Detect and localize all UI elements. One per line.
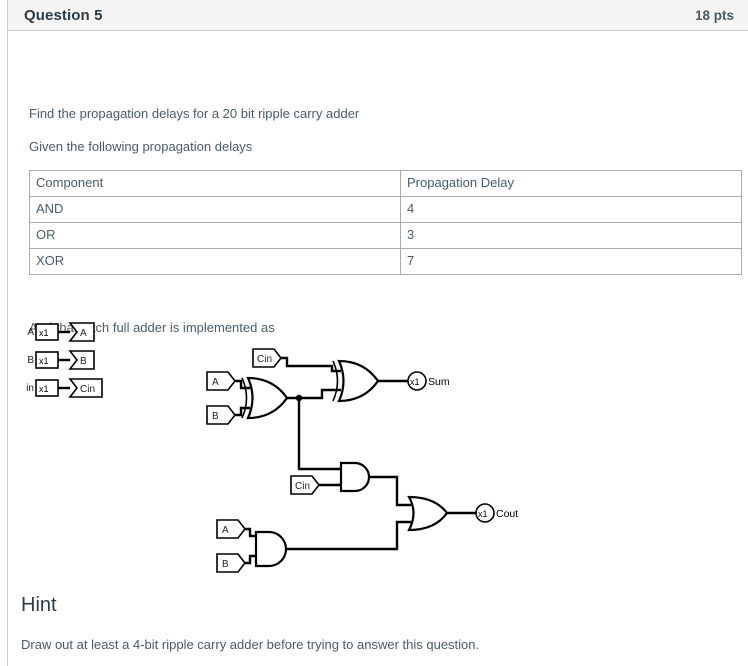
input-tag-cin-mid: [290, 475, 321, 495]
or-gate-cout: [407, 495, 449, 532]
xor-gate-2-back-arc: [332, 360, 339, 402]
wire-cin-to-xor2: [281, 356, 341, 373]
wire-a-to-and2: [245, 527, 258, 538]
page-title: Question 5: [24, 6, 103, 24]
and-gate-2: [254, 530, 288, 568]
question-points: 18 pts: [694, 7, 734, 23]
output-tag-b: [68, 350, 95, 370]
input-tag-label-b-bottom: B: [222, 559, 229, 570]
output-buffer-label-sum: x1: [410, 377, 420, 387]
wire-a-to-xor1: [235, 379, 250, 390]
prompt-line-1: Find the propagation delays for a 20 bit…: [29, 106, 360, 121]
wire-and1-to-or: [369, 475, 411, 507]
xor-gate-1-back-arc: [241, 377, 248, 419]
wire-b-to-and2: [245, 554, 258, 565]
wire-xor1-to-xor2: [310, 388, 341, 400]
input-label-a: A: [27, 327, 34, 338]
cell-delay: 3: [400, 222, 742, 249]
output-tag-label-b: B: [80, 356, 87, 367]
column-header-delay: Propagation Delay: [400, 170, 742, 197]
prompt-line-2: Given the following propagation delays: [29, 139, 253, 154]
input-tag-a-top: [206, 371, 237, 391]
full-adder-circuit-figure: A B Cin x1 Sum: [195, 340, 545, 580]
column-header-component: Component: [29, 170, 401, 197]
table-row: XOR 7: [29, 248, 742, 275]
cell-delay: 4: [400, 196, 742, 223]
propagation-delay-table: Component Propagation Delay AND 4 OR 3 X…: [29, 170, 742, 275]
wire-and2-to-or: [286, 520, 411, 551]
output-buffer-label-cout: x1: [478, 509, 488, 519]
question-body: Find the propagation delays for a 20 bit…: [7, 31, 748, 666]
input-tag-label-a-top: A: [212, 377, 219, 388]
input-tag-label-b-top: B: [212, 411, 219, 422]
and-gate-1: [339, 461, 371, 493]
hint-title: Hint: [21, 594, 57, 616]
input-tag-label-a-bottom: A: [222, 525, 229, 536]
output-label-sum: Sum: [428, 376, 450, 388]
wire-xor1-to-and1: [297, 398, 341, 471]
table-header-row: Component Propagation Delay: [29, 170, 742, 197]
output-buffer-cout: [475, 503, 495, 523]
cell-component: AND: [29, 196, 401, 223]
input-tag-b-top: [206, 405, 237, 425]
input-tag-a-bottom: [216, 519, 247, 539]
table-row: OR 3: [29, 222, 742, 249]
input-tag-label-cin-top: Cin: [257, 354, 272, 365]
cell-component: OR: [29, 222, 401, 249]
output-label-cout: Cout: [496, 508, 518, 520]
cell-component: XOR: [29, 248, 401, 275]
table-row: AND 4: [29, 196, 742, 223]
output-tag-cin: [68, 378, 103, 398]
hint-text: Draw out at least a 4-bit ripple carry a…: [21, 637, 480, 652]
wire-b-to-xor1: [235, 406, 250, 417]
output-buffer-sum: [407, 371, 427, 391]
cell-delay: 7: [400, 248, 742, 275]
xor-gate-1: [246, 376, 289, 420]
output-tag-a: [68, 322, 95, 342]
input-buffers-figure: A x1 A B x1 B Cin x1 Cin: [26, 318, 126, 398]
xor-gate-2: [337, 359, 380, 403]
output-tag-label-cin: Cin: [80, 384, 95, 395]
input-tag-cin-top: [252, 348, 283, 368]
question-header: Question 5 18 pts: [7, 0, 748, 31]
output-tag-label-a: A: [80, 328, 87, 339]
buffer-label-cin: x1: [39, 384, 49, 394]
input-tag-b-bottom: [216, 553, 247, 573]
input-label-cin: Cin: [26, 383, 34, 394]
input-tag-label-cin-mid: Cin: [295, 481, 310, 492]
buffer-label-a: x1: [39, 328, 49, 338]
input-label-b: B: [27, 355, 34, 366]
buffer-label-b: x1: [39, 356, 49, 366]
